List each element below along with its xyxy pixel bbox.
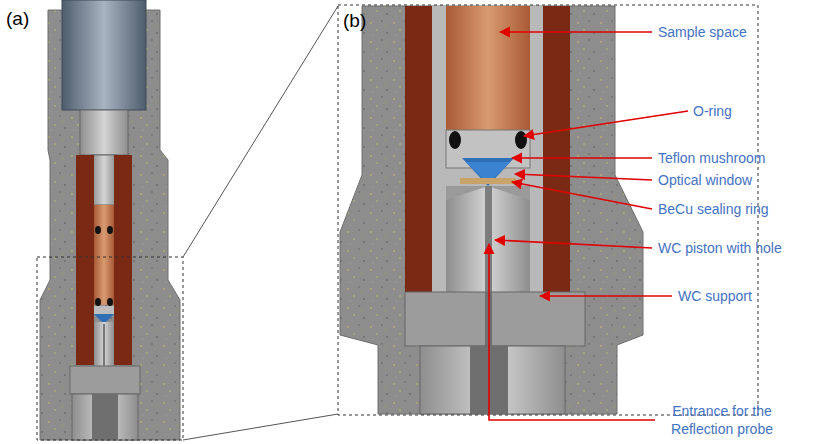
part-label: Optical window (658, 171, 752, 189)
part-label: Entrance for the Reflection probe (661, 402, 783, 438)
overview-cell (37, 0, 338, 440)
part-label: O-ring (693, 102, 732, 120)
part-label: Sample space (658, 23, 747, 41)
part-label: WC support (678, 287, 752, 305)
part-label: WC piston with hole (658, 239, 782, 257)
leader-lines (489, 32, 688, 420)
panel-letter: (b) (343, 10, 366, 32)
panel-letter: (a) (6, 8, 29, 30)
part-label: BeCu sealing ring (658, 200, 769, 218)
part-label: Teflon mushroom (658, 149, 765, 167)
